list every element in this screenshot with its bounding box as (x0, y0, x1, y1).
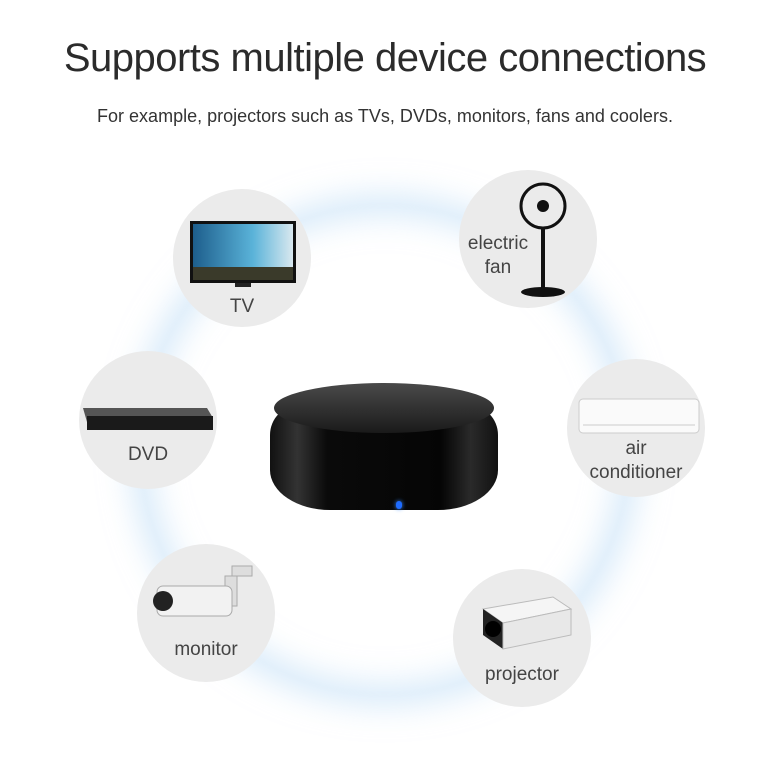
page-subtitle: For example, projectors such as TVs, DVD… (97, 106, 673, 126)
security-camera-icon (153, 565, 253, 617)
device-dvd: DVD (79, 351, 217, 489)
device-projector: projector (453, 569, 591, 707)
fan-icon (519, 182, 567, 297)
device-label: projector (485, 664, 559, 685)
device-label: TV (229, 296, 255, 317)
device-tv: TV (173, 189, 311, 327)
air-conditioner-icon (578, 398, 700, 434)
projector-icon (481, 596, 573, 650)
page-title: Supports multiple device connections (63, 36, 707, 80)
ir-hub-device (268, 383, 500, 518)
device-monitor: monitor (137, 544, 275, 682)
device-label: monitor (174, 639, 238, 660)
device-label: DVD (127, 444, 169, 465)
tv-icon (190, 221, 296, 287)
led-indicator (396, 501, 402, 509)
dvd-player-icon (83, 408, 213, 430)
